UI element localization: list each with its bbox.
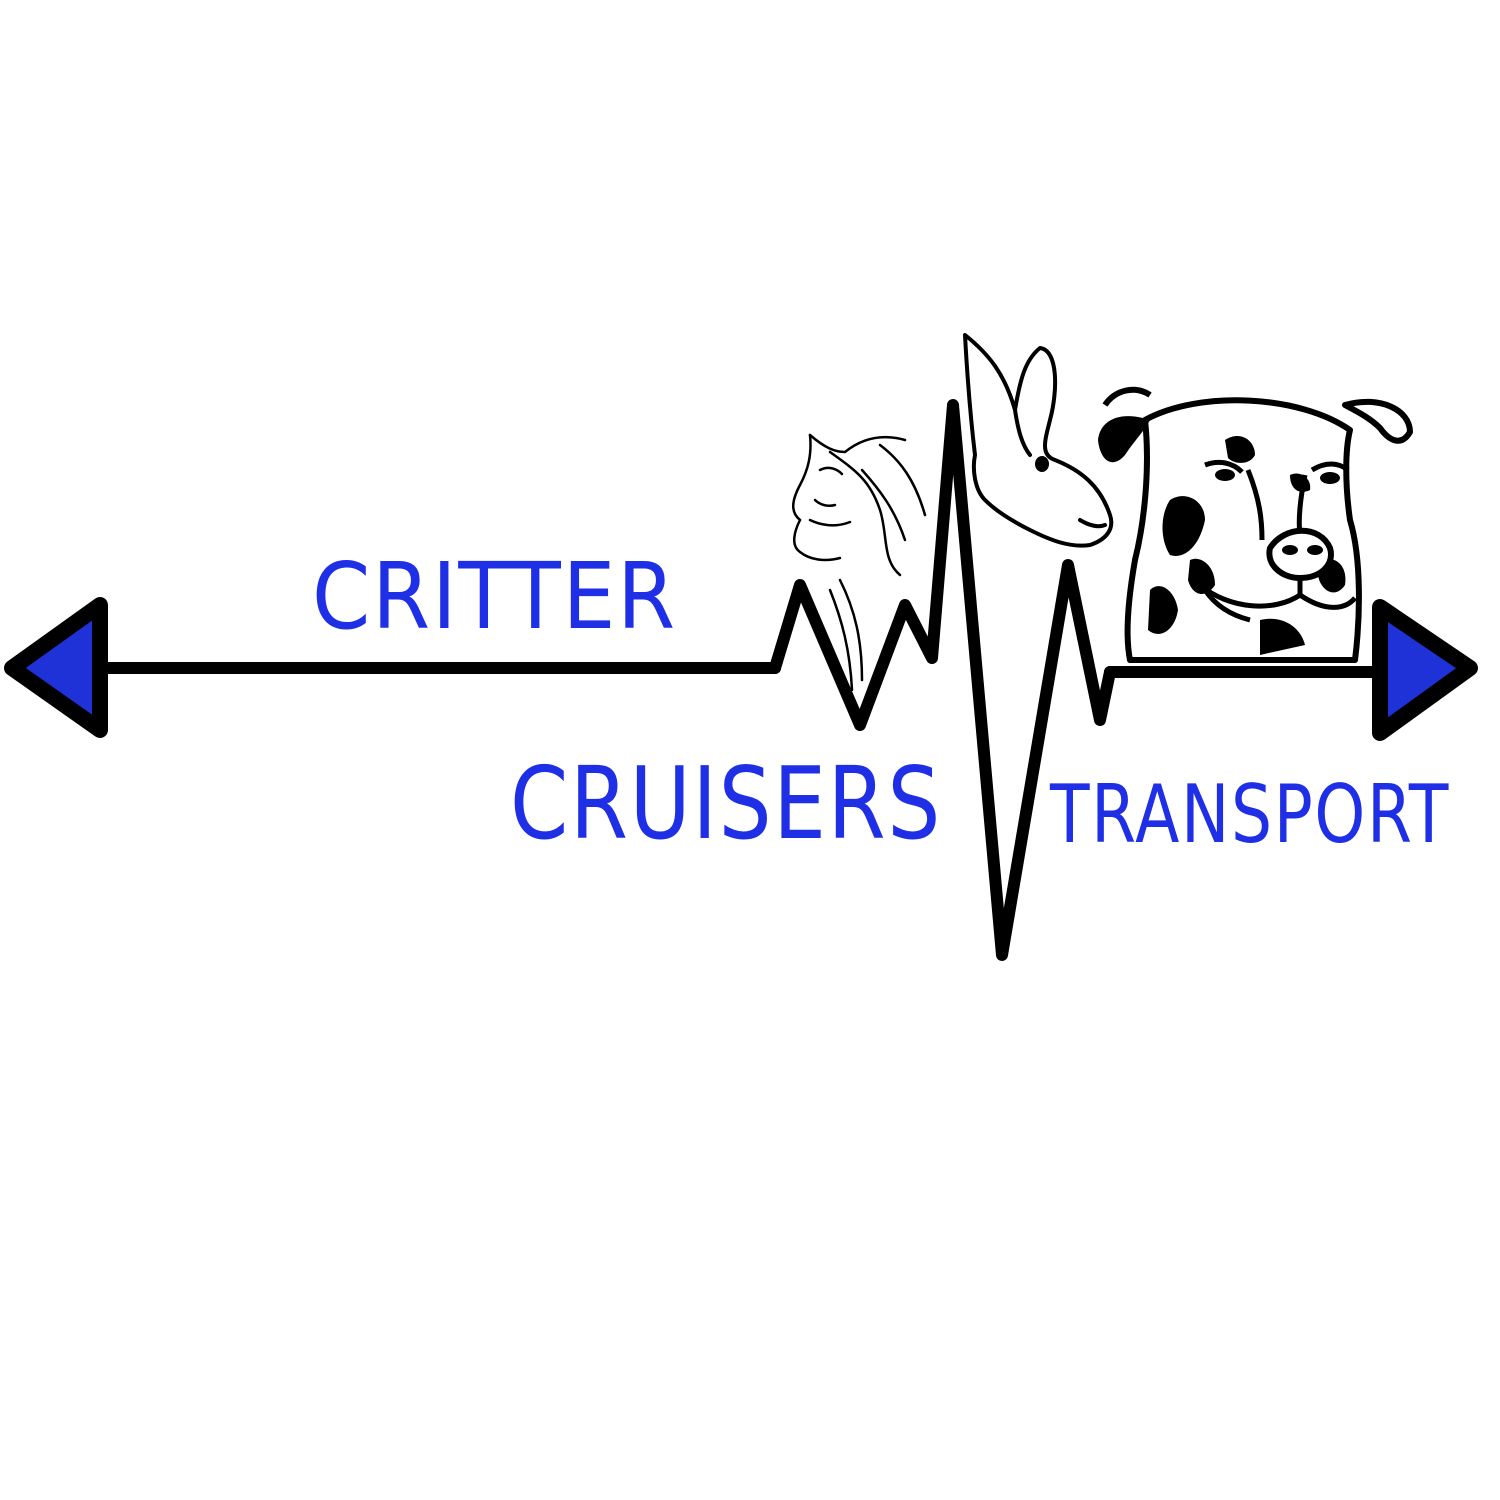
heartbeat-line-icon — [769, 399, 1116, 961]
dog-head-icon — [1098, 386, 1413, 663]
logo-word-critter: CRITTER — [312, 543, 677, 650]
rabbit-head-icon — [963, 333, 1114, 548]
cat-head-icon — [792, 433, 927, 692]
logo-word-transport: TRANSPORT — [1049, 768, 1450, 861]
right-arrowhead-icon — [1372, 599, 1478, 741]
logo-word-cruisers: CRUISERS — [510, 745, 942, 862]
left-arrowhead-icon — [4, 597, 108, 738]
